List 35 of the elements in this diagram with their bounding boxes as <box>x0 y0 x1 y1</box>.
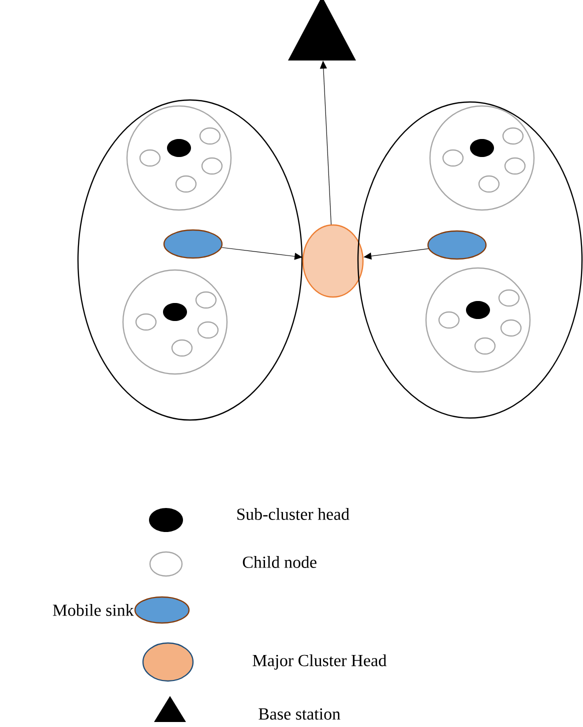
sub-cluster-circle <box>429 105 535 211</box>
child-node <box>197 321 219 339</box>
child-node <box>478 175 500 193</box>
child-node <box>502 127 524 145</box>
child-node <box>500 319 522 337</box>
child-node <box>171 339 193 357</box>
legend-label: Child node <box>242 556 316 568</box>
cluster-ellipse <box>357 101 583 419</box>
child-node <box>201 157 223 175</box>
base-station-triangle <box>288 0 356 60</box>
legend-label: Mobile sink <box>52 604 134 616</box>
child-node <box>199 127 221 145</box>
child-node <box>504 157 526 175</box>
sub-cluster-head <box>163 303 187 321</box>
sub-cluster-head <box>466 301 490 319</box>
legend-label: Major Cluster Head <box>252 654 387 670</box>
cluster-ellipse <box>77 99 303 421</box>
mobile-sink <box>427 230 487 260</box>
child-node <box>139 149 161 167</box>
legend-label: Base station <box>258 708 340 720</box>
sub-cluster-head <box>470 139 494 157</box>
mobile-sink <box>163 229 223 259</box>
child-node <box>195 291 217 309</box>
sub-cluster-circle <box>425 267 531 373</box>
sub-cluster-circle <box>126 105 232 211</box>
child-node <box>438 311 460 329</box>
child-node <box>474 337 496 355</box>
sub-cluster-head <box>167 139 191 157</box>
child-node <box>135 313 157 331</box>
sub-cluster-circle <box>122 269 228 375</box>
legend-label: Sub-cluster head <box>237 508 350 520</box>
child-node <box>442 149 464 167</box>
child-node <box>498 289 520 307</box>
major-cluster-head <box>302 224 364 298</box>
child-node <box>175 175 197 193</box>
